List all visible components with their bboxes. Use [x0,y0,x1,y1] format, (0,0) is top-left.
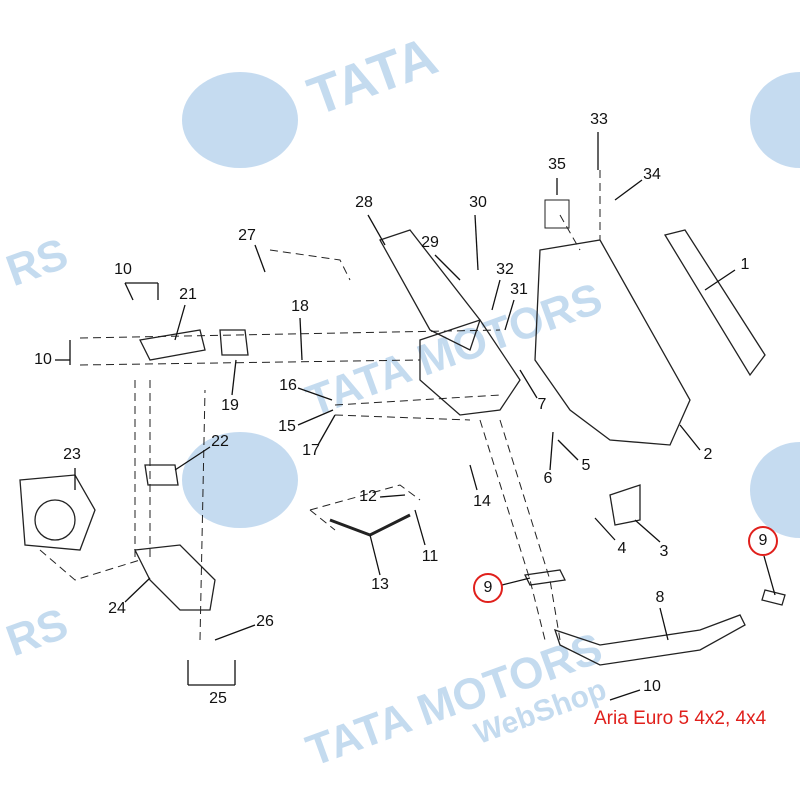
callout-23: 23 [63,446,81,463]
throttle-body [19,474,96,551]
callout-4: 4 [617,540,627,557]
callout-35: 35 [548,156,566,173]
callout-5: 5 [581,457,591,474]
callout-10: 10 [643,678,661,695]
exhaust-manifold [534,239,691,446]
callout-15: 15 [278,418,296,435]
egr-pipe-24 [134,544,216,611]
hose-13 [329,513,411,537]
callout-19: 19 [221,397,239,414]
bracket-3 [609,484,641,526]
callout-6: 6 [543,470,553,487]
callout-17: 17 [302,442,320,459]
exhaust-pipe-8 [553,614,746,666]
callout-13: 13 [371,576,389,593]
callout-3: 3 [659,543,669,560]
callout-8: 8 [655,589,665,606]
callout-33: 33 [590,111,608,128]
callout-12: 12 [359,488,377,505]
callout-30: 30 [469,194,487,211]
watermark-emblem [750,442,800,538]
part-35-cap [544,199,570,229]
watermark-emblem [182,72,298,168]
manifold-gasket [663,229,766,377]
egr-cooler [379,229,481,351]
callout-24: 24 [108,600,126,617]
callout-2: 2 [703,446,713,463]
callout-27: 27 [238,227,256,244]
callout-7: 7 [537,396,547,413]
callout-31: 31 [510,281,528,298]
callout-10: 10 [114,261,132,278]
callout-18: 18 [291,298,309,315]
callout-14: 14 [473,493,491,510]
model-caption: Aria Euro 5 4x2, 4x4 [594,708,767,729]
watermark-emblem [750,72,800,168]
callout-21: 21 [179,286,197,303]
egr-valve [419,319,521,416]
callout-11: 11 [421,548,439,565]
callout-9-highlighted: 9 [473,573,503,603]
gasket-19 [219,329,249,356]
callout-32: 32 [496,261,514,278]
callout-29: 29 [421,234,439,251]
callout-34: 34 [643,166,661,183]
egr-pipe-21 [139,329,206,361]
gasket-9b [761,589,786,606]
gasket-22 [144,464,179,486]
callout-25: 25 [209,690,227,707]
callout-10: 10 [34,351,52,368]
callout-22: 22 [211,433,229,450]
callout-16: 16 [279,377,297,394]
callout-1: 1 [740,256,750,273]
gasket-9 [524,569,566,586]
callout-26: 26 [256,613,274,630]
watermark-emblem [182,432,298,528]
callout-9-highlighted: 9 [748,526,778,556]
callout-28: 28 [355,194,373,211]
